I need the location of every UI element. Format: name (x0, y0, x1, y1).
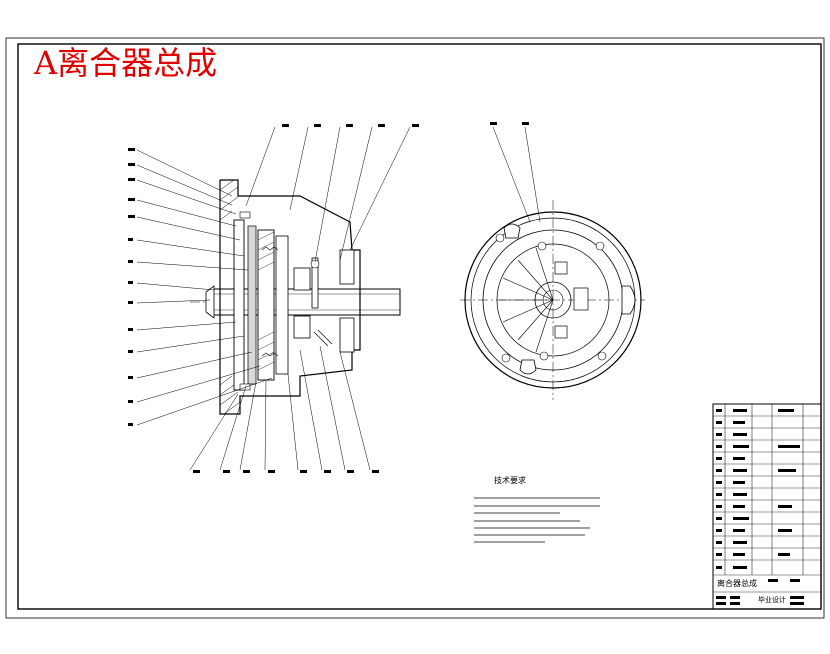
technical-notes: 技术要求 (474, 475, 600, 543)
title-block: 离合器总成 毕业设计 (712, 403, 822, 610)
section-view (128, 124, 419, 473)
title-block-subtitle: 毕业设计 (758, 595, 786, 604)
notes-heading: 技术要求 (494, 475, 526, 485)
outer-border (5, 37, 825, 619)
end-view (460, 122, 645, 400)
drawing-title: A离合器总成 (33, 44, 217, 82)
inner-frame (17, 43, 822, 610)
title-block-name: 离合器总成 (717, 578, 757, 588)
